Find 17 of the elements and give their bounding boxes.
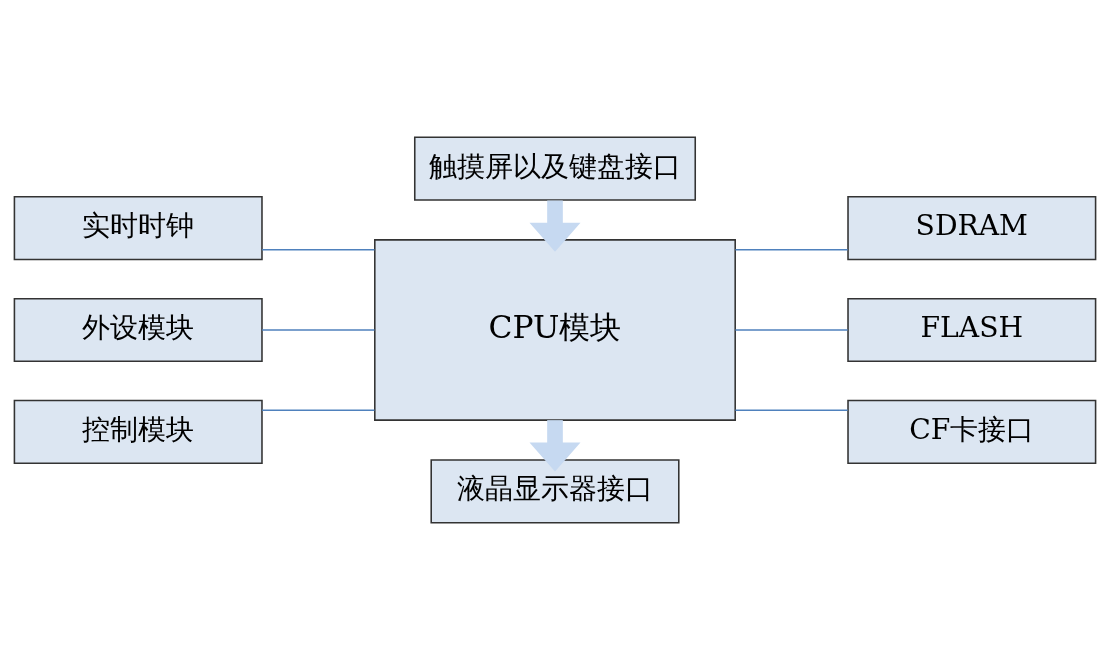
node-box: SDRAM	[847, 195, 1097, 260]
node-box: 液晶显示器接口	[430, 458, 680, 523]
node-box: 外设模块	[13, 297, 263, 362]
arrow	[529, 419, 581, 472]
node-box: 实时时钟	[13, 195, 263, 260]
connector	[734, 328, 849, 331]
connector	[261, 248, 376, 250]
connector	[734, 248, 849, 250]
node-box: 触摸屏以及键盘接口	[413, 136, 697, 201]
connector	[261, 328, 376, 331]
connector	[734, 409, 849, 411]
node-box: 控制模块	[13, 399, 263, 464]
arrow	[529, 200, 581, 252]
node-box: FLASH	[847, 297, 1097, 362]
connector	[261, 409, 376, 411]
node-box: CF卡接口	[847, 399, 1097, 464]
node-box: CPU模块	[374, 238, 736, 421]
